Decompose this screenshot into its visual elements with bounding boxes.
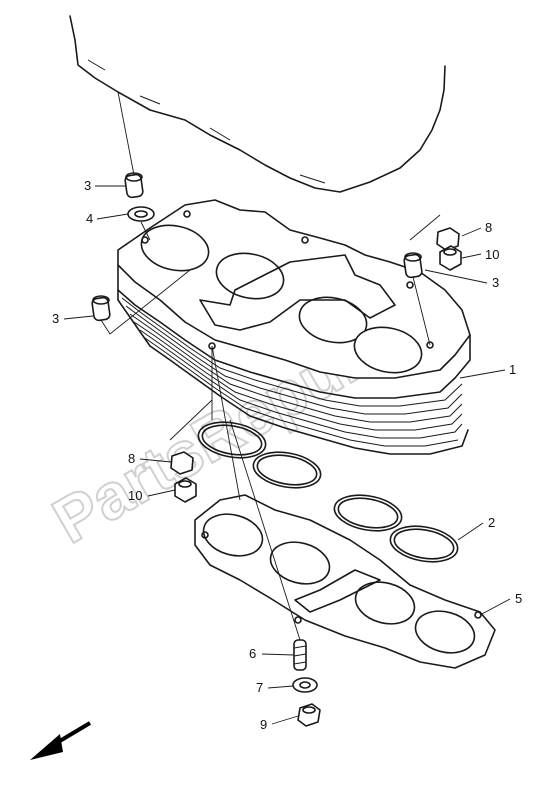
o-rings bbox=[197, 421, 459, 563]
front-direction-arrow-icon bbox=[30, 721, 92, 760]
small-o-ring bbox=[127, 206, 155, 222]
callout-6: 6 bbox=[249, 646, 256, 661]
callout-5: 5 bbox=[515, 591, 522, 606]
nuts-and-washers bbox=[170, 227, 462, 727]
callout-leaders bbox=[63, 185, 511, 725]
dowel-pins bbox=[91, 172, 423, 322]
callout-2: 2 bbox=[488, 515, 495, 530]
callout-1: 1 bbox=[509, 362, 516, 377]
cylinder-gasket bbox=[194, 494, 496, 669]
assembly-guide-lines bbox=[100, 91, 441, 641]
callout-4: 4 bbox=[86, 211, 93, 226]
callout-3-left: 3 bbox=[52, 311, 59, 326]
callout-10-left: 10 bbox=[128, 488, 142, 503]
cylinder-block bbox=[117, 199, 471, 455]
crankcase-outline bbox=[69, 15, 446, 193]
stud-bolt bbox=[293, 639, 307, 671]
callout-3-right: 3 bbox=[492, 275, 499, 290]
callout-3-top: 3 bbox=[84, 178, 91, 193]
callout-10-right: 10 bbox=[485, 247, 499, 262]
callout-7: 7 bbox=[256, 680, 263, 695]
callout-labels: 1 2 3 3 3 4 5 6 7 8 8 9 10 10 bbox=[52, 178, 522, 732]
callout-8-right: 8 bbox=[485, 220, 492, 235]
callout-8-left: 8 bbox=[128, 451, 135, 466]
callout-9: 9 bbox=[260, 717, 267, 732]
